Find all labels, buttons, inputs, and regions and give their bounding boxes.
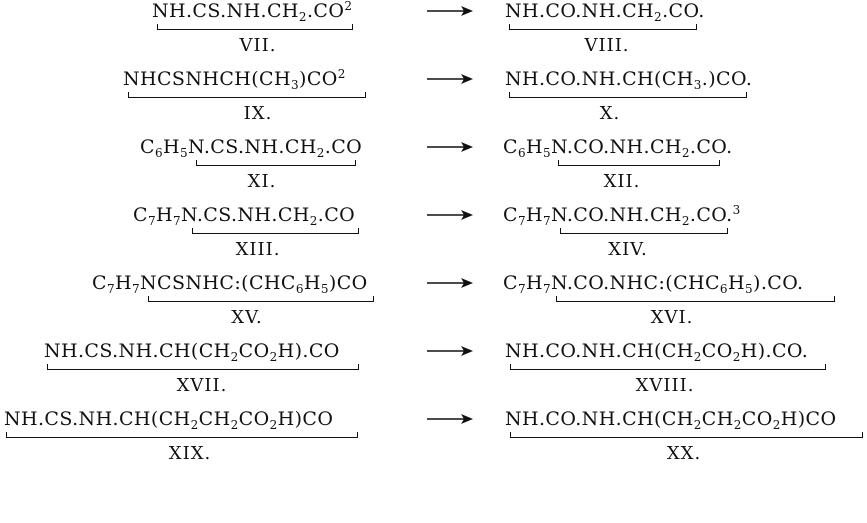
ring-bracket (6, 432, 358, 438)
compound-label: VII. (239, 35, 277, 56)
ring-bracket (157, 24, 353, 30)
ring-bracket (47, 364, 359, 370)
reaction-row: NH.CS.NH.CH(CH2CO2H).CO XVII. NH.CO.NH.C… (0, 340, 867, 406)
reaction-arrow (427, 6, 473, 16)
product-formula: NH.CO.NH.CH(CH3.)CO. (505, 68, 753, 92)
product-formula: NH.CO.NH.CH2.CO. (505, 0, 705, 24)
ring-bracket (560, 228, 728, 234)
compound-label: XV. (231, 307, 263, 328)
product-formula: C7H7N.CO.NH.CH2.CO.3 (503, 203, 741, 228)
compound-label: XIX. (168, 443, 212, 464)
reactant-formula: NH.CS.NH.CH(CH2CH2CO2H)CO (4, 408, 334, 432)
compound-label: XI. (247, 171, 277, 192)
compound-label: XVII. (176, 375, 228, 396)
reaction-arrow (427, 142, 473, 152)
ring-bracket (558, 160, 720, 166)
product-formula: NH.CO.NH.CH(CH2CH2CO2H)CO (505, 408, 837, 432)
compound-label: VIII. (584, 35, 630, 56)
reaction-row: C7H7NCSNHC:(CHC6H5)CO XV. C7H7N.CO.NHC:(… (0, 272, 867, 338)
ring-bracket (148, 296, 374, 302)
reactant-formula: C6H5N.CS.NH.CH2.CO (140, 136, 363, 160)
reaction-arrow (427, 414, 473, 424)
ring-bracket (510, 432, 863, 438)
compound-label: XIII. (235, 239, 281, 260)
reaction-arrow (427, 74, 473, 84)
ring-bracket (509, 24, 697, 30)
reactant-formula: C7H7N.CS.NH.CH2.CO (133, 204, 356, 228)
reactant-formula: NH.CS.NH.CH(CH2CO2H).CO (44, 340, 340, 364)
compound-label: XIV. (608, 239, 648, 260)
reactant-formula: C7H7NCSNHC:(CHC6H5)CO (92, 272, 368, 296)
reaction-row: C6H5N.CS.NH.CH2.CO XI. C6H5N.CO.NH.CH2.C… (0, 136, 867, 202)
reaction-arrow (427, 278, 473, 288)
compound-label: XX. (666, 443, 702, 464)
reaction-row: C7H7N.CS.NH.CH2.CO XIII. C7H7N.CO.NH.CH2… (0, 204, 867, 270)
ring-bracket (509, 92, 747, 98)
product-formula: C7H7N.CO.NHC:(CHC6H5).CO. (503, 272, 804, 296)
reaction-arrow (427, 210, 473, 220)
reaction-row: NHCSNHCH(CH3)CO2 IX. NH.CO.NH.CH(CH3.)CO… (0, 68, 867, 134)
compound-label: IX. (243, 103, 273, 124)
ring-bracket (192, 228, 359, 234)
reaction-arrow (427, 346, 473, 356)
ring-bracket (510, 364, 826, 370)
ring-bracket (196, 160, 356, 166)
compound-label: XVIII. (635, 375, 695, 396)
product-formula: C6H5N.CO.NH.CH2.CO. (503, 136, 733, 160)
compound-label: XVI. (650, 307, 694, 328)
ring-bracket (556, 296, 835, 302)
reactant-formula: NH.CS.NH.CH2.CO2 (152, 0, 353, 24)
compound-label: X. (599, 103, 621, 124)
product-formula: NH.CO.NH.CH(CH2CO2H).CO. (505, 340, 809, 364)
reaction-row: NH.CS.NH.CH2.CO2 VII. NH.CO.NH.CH2.CO. V… (0, 0, 867, 66)
compound-label: XII. (603, 171, 641, 192)
reaction-row: NH.CS.NH.CH(CH2CH2CO2H)CO XIX. NH.CO.NH.… (0, 408, 867, 474)
reactant-formula: NHCSNHCH(CH3)CO2 (123, 67, 346, 92)
ring-bracket (128, 92, 366, 98)
